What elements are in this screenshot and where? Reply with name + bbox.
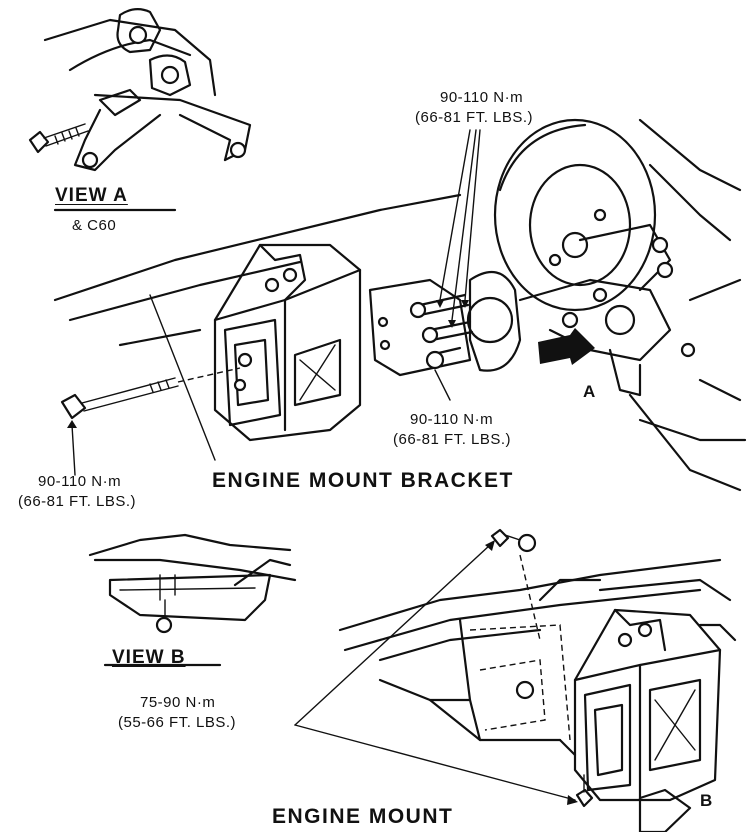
torque-label-bottom: 75-90 N·m bbox=[140, 694, 216, 711]
engine-mount-title: ENGINE MOUNT bbox=[272, 805, 454, 828]
engine-mount-bracket-illustration bbox=[53, 118, 747, 492]
view-a-subtitle: & C60 bbox=[72, 217, 117, 234]
arrow-b-label: B bbox=[700, 791, 713, 810]
view-b-title: VIEW B bbox=[112, 647, 186, 668]
arrow-a-label: A bbox=[583, 382, 596, 401]
view-a-illustration bbox=[28, 8, 252, 212]
view-b-illustration bbox=[88, 533, 297, 667]
torque-label-bottom-imperial: (55-66 FT. LBS.) bbox=[118, 714, 237, 731]
torque-label-middle: 90-110 N·m bbox=[410, 411, 494, 428]
view-a-title: VIEW A bbox=[55, 185, 128, 206]
torque-label-middle-imperial: (66-81 FT. LBS.) bbox=[393, 431, 512, 448]
torque-label-top: 90-110 N·m bbox=[440, 89, 524, 106]
torque-label-left: 90-110 N·m bbox=[38, 473, 122, 490]
engine-mount-illustration bbox=[294, 528, 737, 834]
engine-mount-bracket-title: ENGINE MOUNT BRACKET bbox=[212, 469, 514, 492]
torque-label-top-imperial: (66-81 FT. LBS.) bbox=[415, 109, 534, 126]
torque-label-left-imperial: (66-81 FT. LBS.) bbox=[18, 493, 137, 510]
